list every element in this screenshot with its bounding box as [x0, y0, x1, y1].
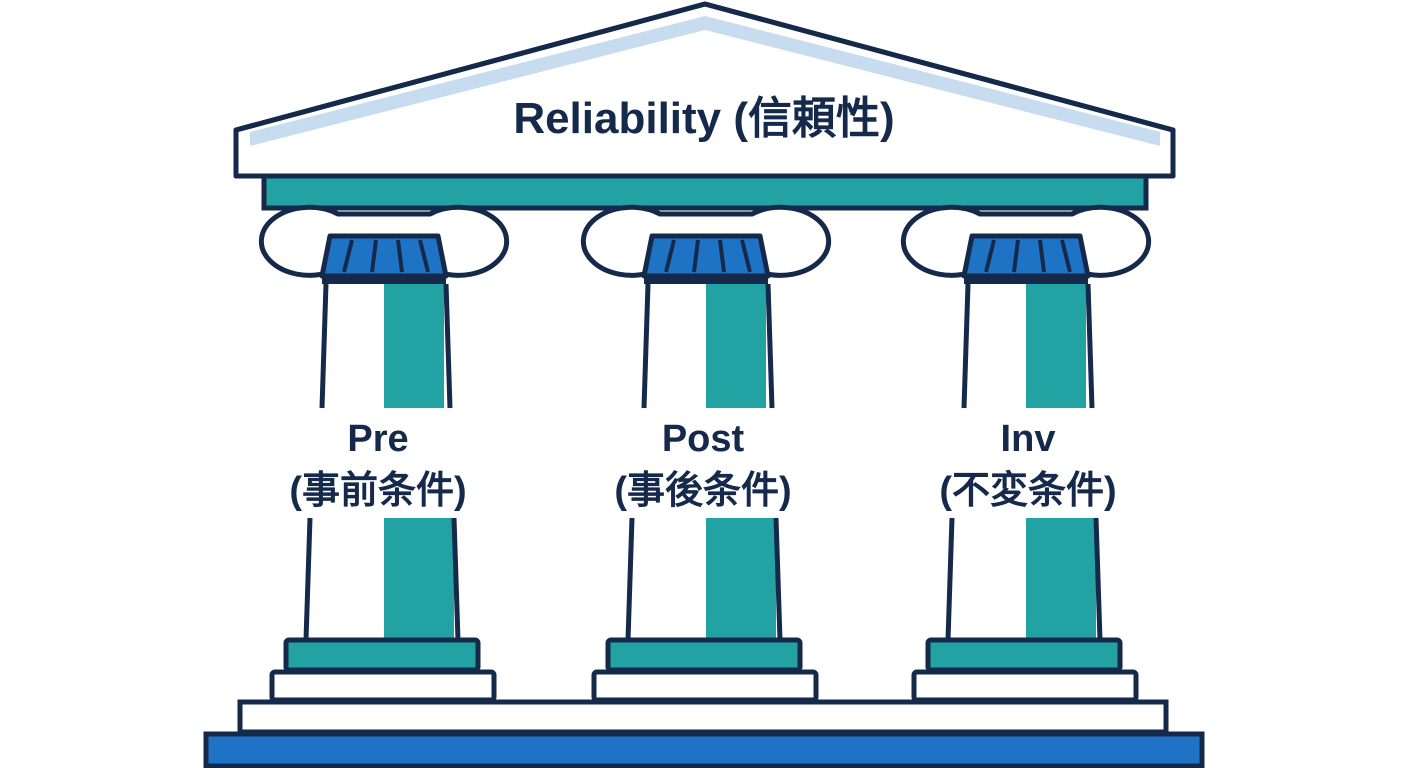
pillar-inv: Inv (不変条件)	[900, 204, 1152, 703]
pillar-base-lower	[269, 669, 497, 703]
pillar-post: Post (事後条件)	[580, 204, 832, 703]
pillar-pre-label: Pre	[347, 418, 408, 460]
pillar-inv-sublabel: (不変条件)	[939, 469, 1116, 512]
pillar-abacus	[322, 274, 446, 284]
pillar-abacus	[644, 274, 768, 284]
foundation-step-lower	[203, 731, 1205, 768]
pillar-post-sublabel: (事後条件)	[614, 470, 791, 512]
roof-title: Reliability (信頼性)	[513, 94, 894, 143]
entablature-beam	[261, 173, 1149, 211]
pillar-base-upper	[925, 637, 1123, 673]
foundation-step-upper	[237, 699, 1169, 735]
pillar-base-lower	[591, 669, 819, 703]
pillar-abacus	[964, 274, 1088, 284]
pillar-pre-sublabel: (事前条件)	[289, 470, 466, 512]
roof: Reliability (信頼性)	[233, 1, 1176, 179]
roof-outline	[233, 1, 1176, 179]
pillar-pre: Pre (事前条件)	[258, 204, 510, 703]
pillar-post-label: Post	[662, 418, 745, 460]
pillar-base-upper	[283, 637, 481, 673]
pillar-base-lower	[911, 669, 1139, 703]
pillar-base-upper	[605, 637, 803, 673]
pillar-inv-label: Inv	[1001, 418, 1056, 460]
